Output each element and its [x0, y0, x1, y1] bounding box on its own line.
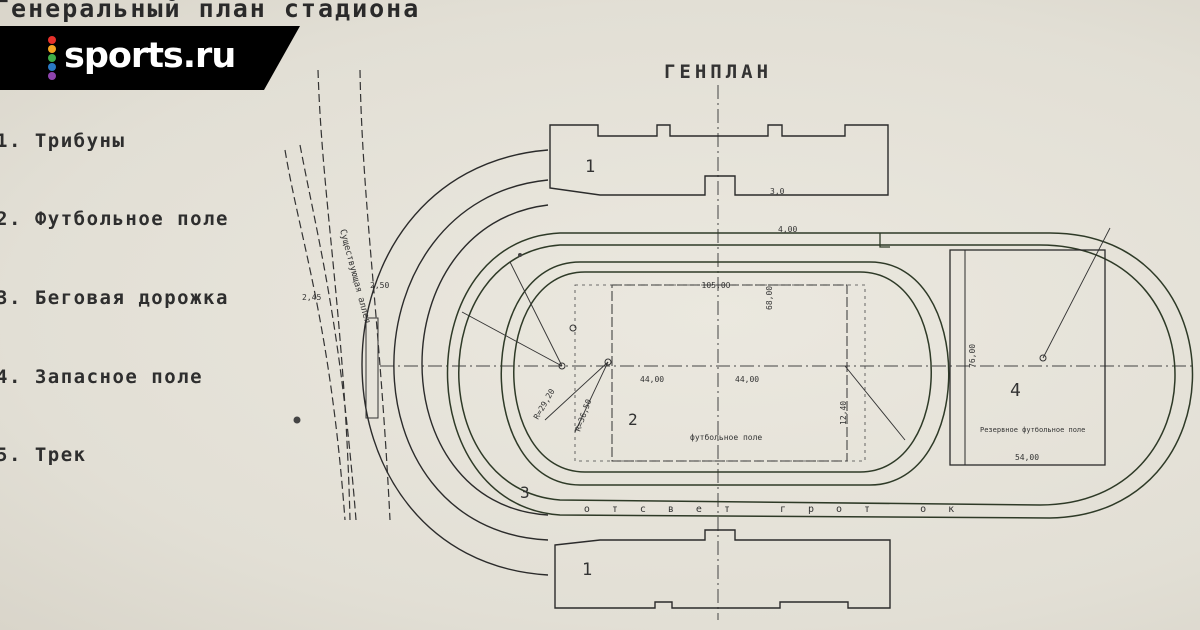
document-title: Генеральный план стадиона — [0, 0, 421, 23]
brand-dot — [48, 36, 56, 44]
radius-leaders — [461, 227, 1111, 441]
track-notch — [879, 233, 890, 248]
south-stand-label: 1 — [582, 560, 592, 580]
dim-alley-a: 2,45 — [302, 293, 321, 302]
brand-dot — [48, 63, 56, 71]
center-point-track — [569, 324, 577, 332]
north-stand-label: 1 — [585, 157, 595, 177]
plan-caption: ГЕНПЛАН — [664, 61, 772, 83]
dim-alley-b: 2,50 — [370, 281, 389, 290]
brand-dot — [48, 45, 56, 53]
reserve-caption: Резервное футбольное поле — [980, 426, 1085, 434]
track-number: 3 — [520, 483, 530, 502]
field-outer-dashed — [574, 284, 866, 462]
dim-half-a: 44,00 — [640, 375, 664, 384]
dim-reserve-width: 54,00 — [1015, 453, 1039, 462]
ink-speck — [293, 416, 301, 424]
brand-dots-icon — [48, 36, 58, 80]
south-stand — [554, 529, 891, 609]
brand-logo[interactable]: sports.ru — [64, 36, 236, 76]
field-number: 2 — [628, 410, 638, 429]
legend-item-reserve-field: 4. Запасное поле — [0, 366, 204, 388]
dim-radius-a: R=29,20 — [532, 387, 557, 421]
legend-item-velodrome: 5. Трек — [0, 444, 87, 466]
running-track — [446, 232, 1194, 519]
brand-dot — [48, 54, 56, 62]
dim-top-gap2: 4,00 — [778, 225, 797, 234]
dim-half-b: 44,00 — [735, 375, 759, 384]
velodrome — [361, 149, 549, 576]
reserve-field — [949, 249, 1106, 466]
dim-top-gap: 3,0 — [770, 187, 785, 196]
dim-side: 12,40 — [839, 401, 848, 425]
dim-radius-b: R=36,50 — [573, 398, 593, 433]
center-point-reserve — [1039, 354, 1047, 362]
dim-field-width: 68,00 — [765, 286, 774, 310]
legend-item-stands: 1. Трибуны — [0, 130, 126, 152]
center-point-field — [604, 358, 612, 366]
existing-alley — [284, 69, 391, 521]
reserve-number: 4 — [1010, 380, 1021, 401]
north-stand — [549, 124, 889, 196]
ink-speck — [518, 253, 522, 257]
alley-label: Существующая аллея — [337, 228, 372, 325]
track-lettering: отсвет грот ок — [584, 504, 976, 515]
brand-dot — [48, 72, 56, 80]
field-caption: футбольное поле — [690, 432, 762, 442]
dim-reserve-height: 76,00 — [968, 344, 977, 368]
entrance-block — [365, 317, 379, 419]
center-point-west — [558, 362, 566, 370]
legend-item-football-field: 2. Футбольное поле — [0, 208, 229, 230]
legend-item-running-track: 3. Беговая дорожка — [0, 287, 229, 309]
dim-field-length: 105,00 — [702, 281, 731, 290]
